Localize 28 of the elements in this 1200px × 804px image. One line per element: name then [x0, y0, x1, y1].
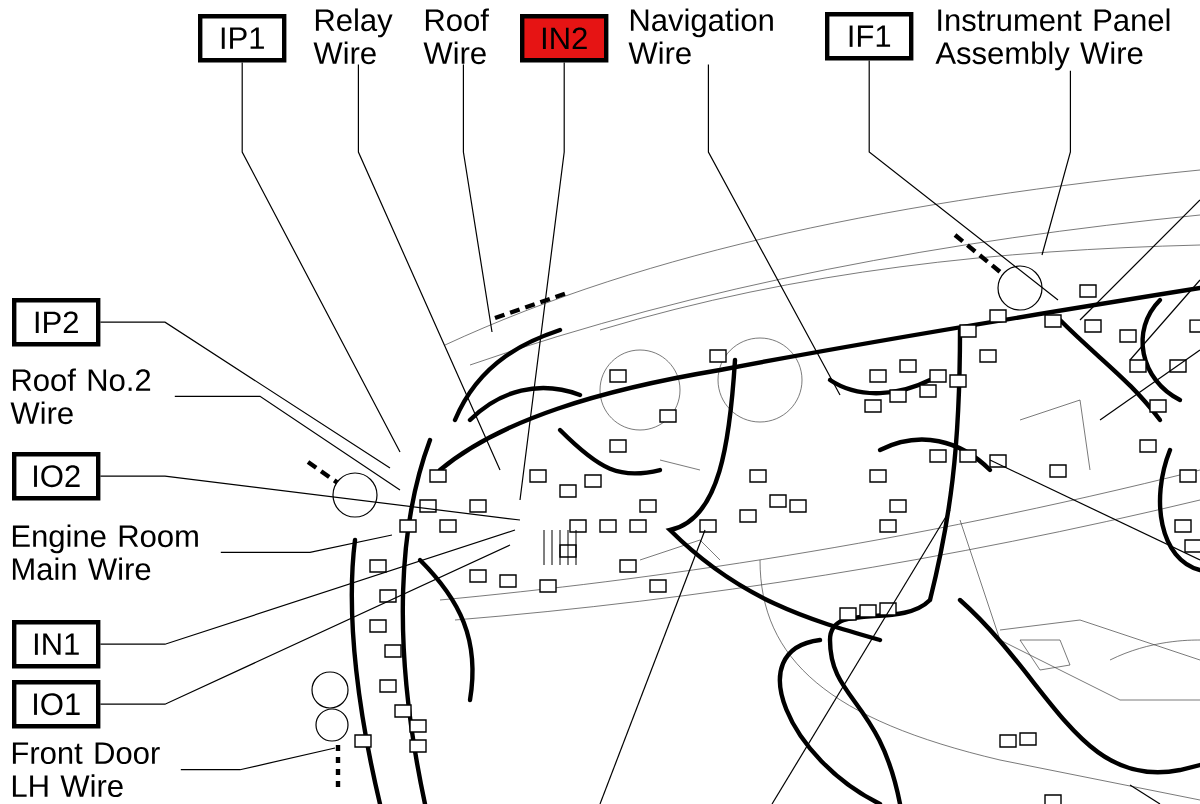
connector-code-box: IN1: [12, 620, 101, 669]
leader-line: [241, 61, 401, 453]
connector-code-box: IN2: [520, 14, 609, 63]
leader-line: [462, 63, 493, 333]
leader-line: [99, 544, 511, 705]
leader-line: [99, 529, 516, 645]
leader-line: [707, 63, 841, 396]
wire-label: Instrument Panel Assembly Wire: [935, 8, 1170, 71]
connector-code-box: IF1: [825, 12, 914, 61]
connector-code-box: IP1: [198, 14, 287, 63]
wire-label: Relay Wire: [313, 8, 393, 65]
leader-line: [868, 59, 1059, 301]
connector-code-box: IO2: [12, 452, 101, 501]
leader-line: [180, 747, 336, 771]
wire-label: Navigation Wire: [628, 8, 773, 65]
connector-code-box: IO1: [12, 680, 101, 729]
leader-line: [220, 534, 393, 553]
wire-label: Engine Room Main Wire: [12, 524, 198, 581]
leader-line: [99, 475, 521, 521]
wire-label: Front Door LH Wire: [12, 742, 160, 798]
leader-line: [357, 63, 501, 471]
connector-code-box: IP2: [12, 298, 101, 347]
wire-label: Roof No.2 Wire: [10, 368, 151, 425]
leader-line: [1041, 70, 1071, 256]
wire-label: Roof Wire: [423, 8, 489, 65]
leader-line: [99, 321, 391, 469]
leader-line: [519, 61, 565, 501]
leader-line: [174, 395, 401, 491]
